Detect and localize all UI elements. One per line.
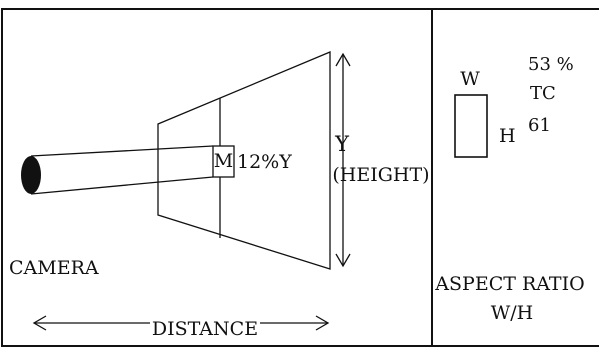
height-arrow (335, 52, 351, 268)
width-label: W (460, 68, 480, 90)
aspect-ratio-title: ASPECT RATIO (434, 273, 584, 295)
camera-barrel (30, 145, 214, 195)
target-box (212, 145, 235, 178)
camera-label: CAMERA (9, 257, 99, 279)
height-letter: Y (334, 132, 350, 156)
tc-label: TC (530, 83, 556, 104)
distance-label: DISTANCE (152, 318, 258, 340)
aspect-ratio-formula: W/H (491, 302, 534, 324)
diagram-frame (1, 8, 599, 347)
height-label: H (499, 125, 516, 147)
target-label: M (214, 150, 233, 172)
distance-arrow (32, 315, 330, 331)
camera-lens-icon (21, 156, 41, 194)
aspect-rectangle (454, 94, 488, 158)
target-percent-label: 12%Y (237, 151, 292, 173)
tc-value: 61 (528, 115, 551, 136)
height-word: (HEIGHT) (332, 164, 429, 186)
field-of-view-frustum (157, 51, 331, 270)
percent-value: 53 % (528, 54, 574, 75)
